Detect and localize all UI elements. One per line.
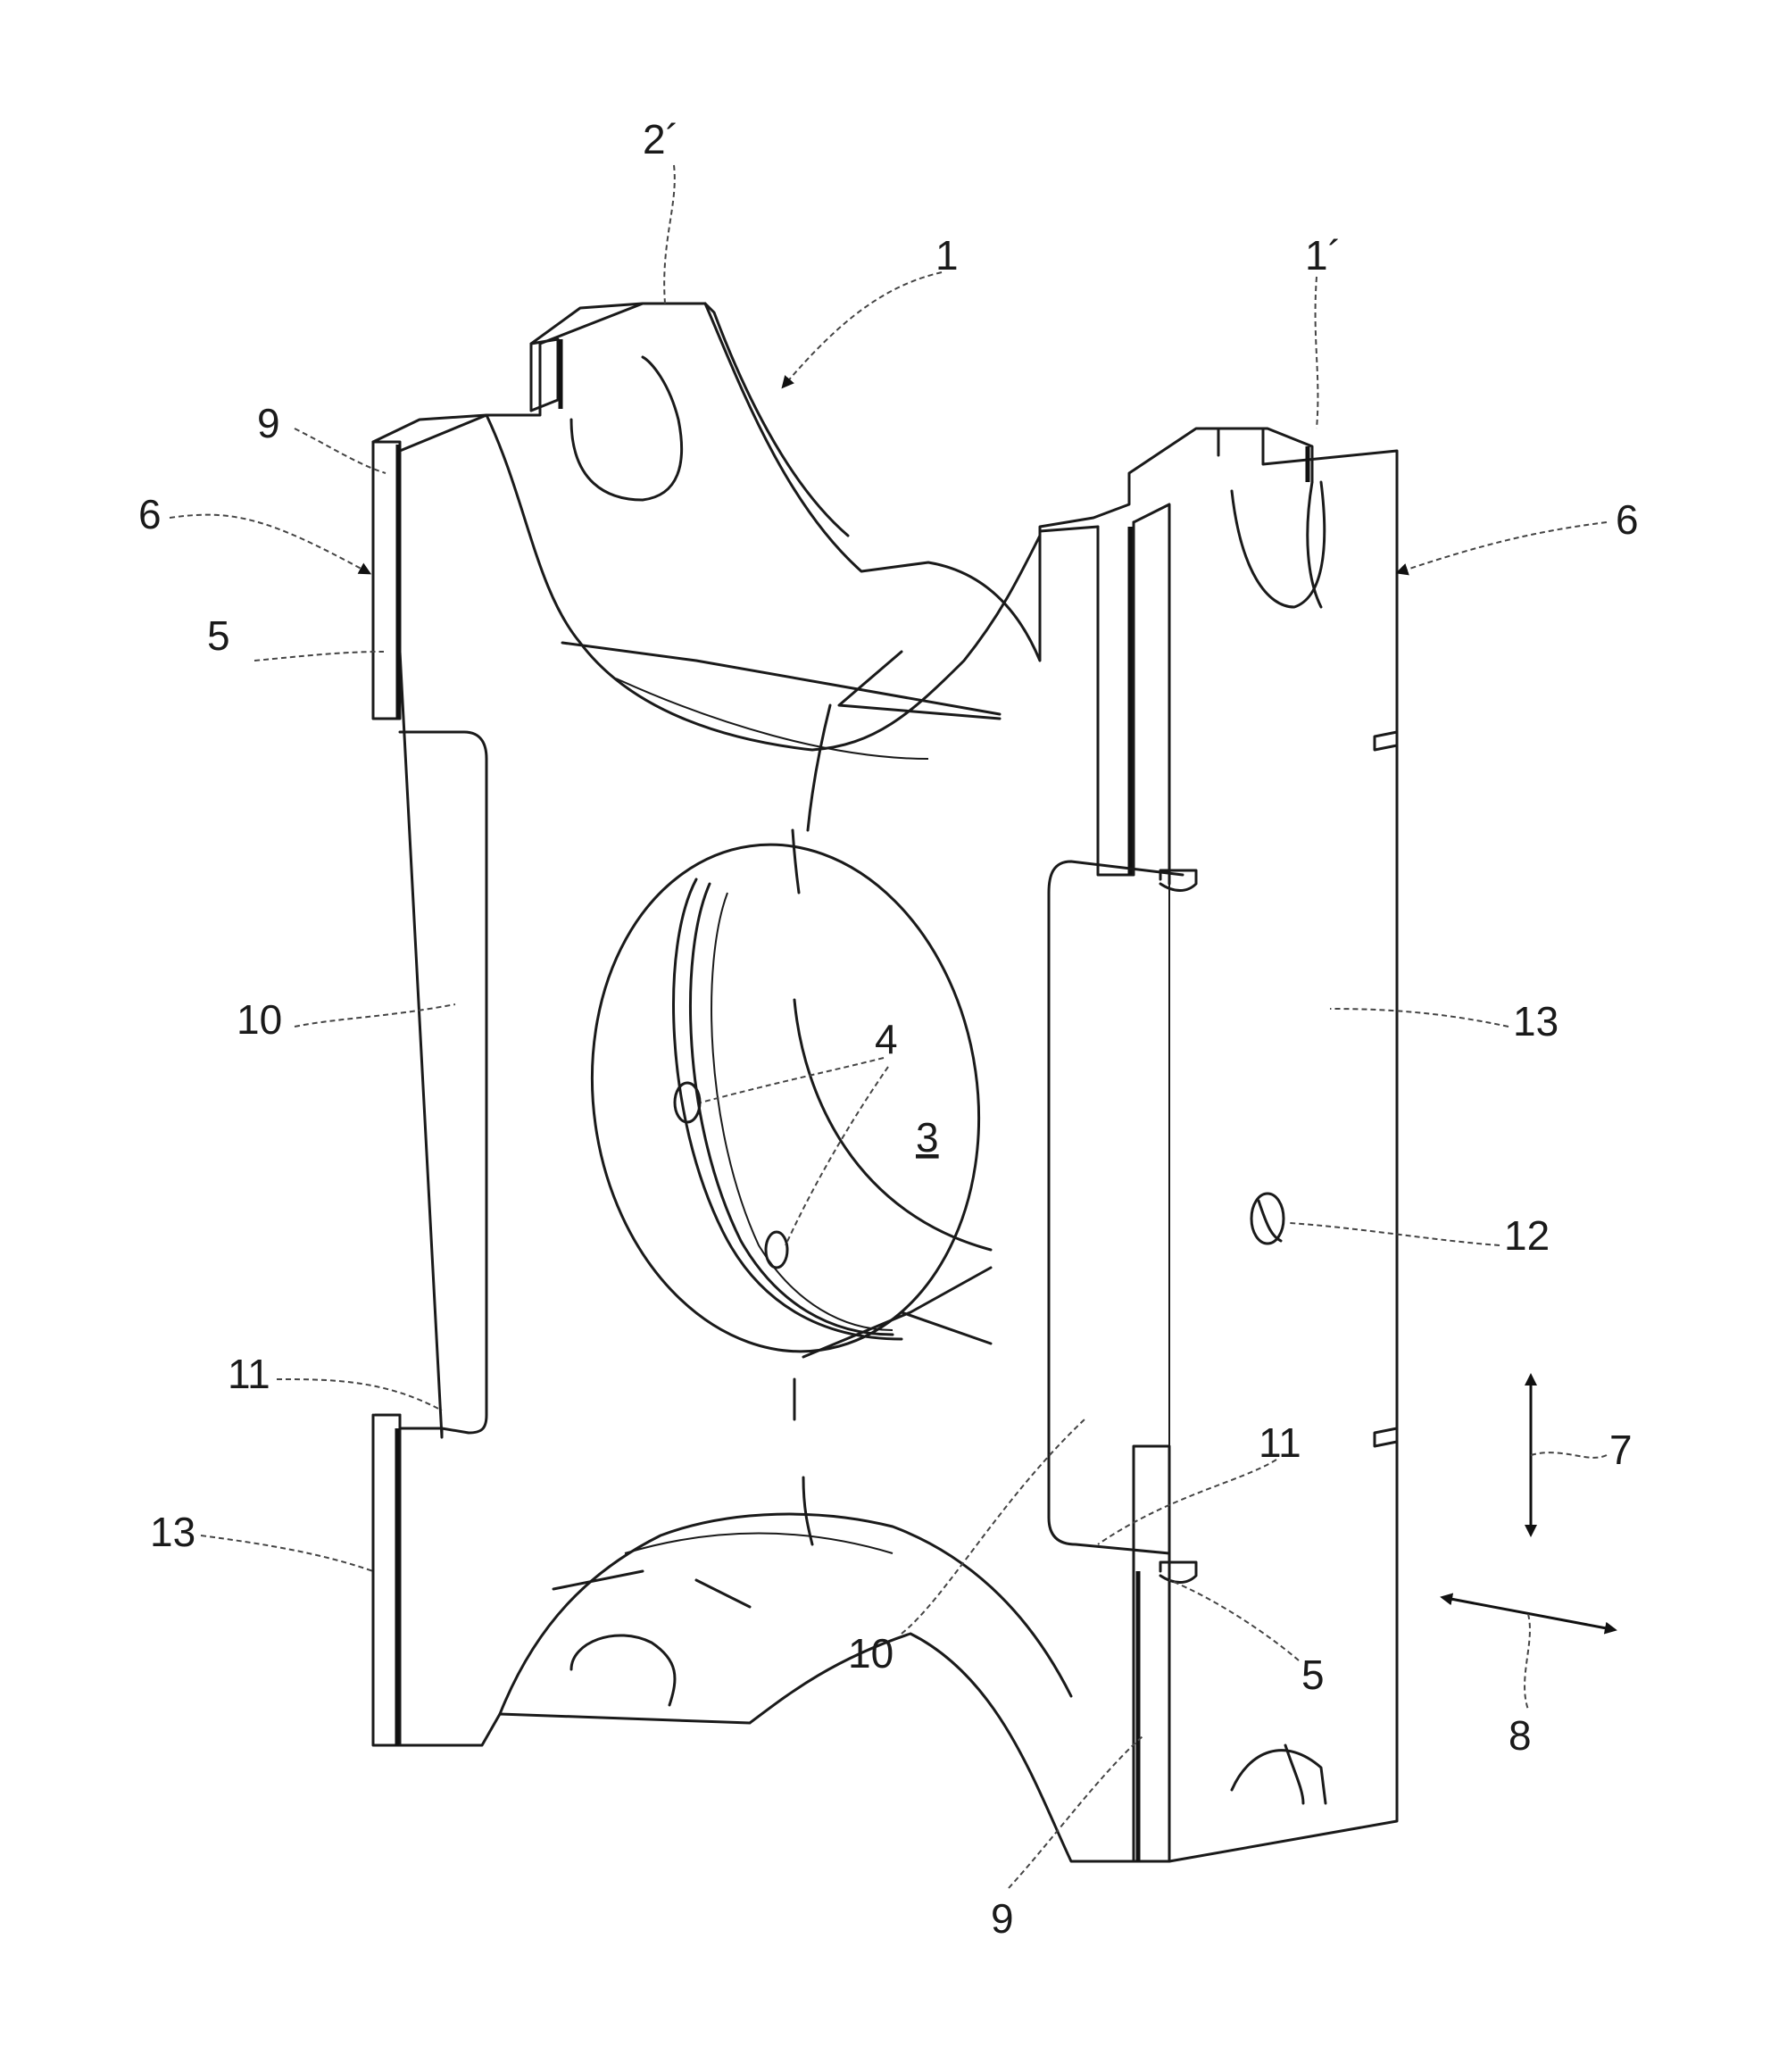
label-8: 8 bbox=[1509, 1712, 1532, 1759]
label-6-left: 6 bbox=[138, 491, 162, 537]
label-10-bottom: 10 bbox=[848, 1630, 894, 1677]
label-9-bottom: 9 bbox=[991, 1895, 1014, 1942]
label-3: 3 bbox=[916, 1114, 939, 1161]
bearing-block bbox=[373, 304, 1397, 1861]
horizontal-direction-arrow bbox=[1446, 1598, 1611, 1710]
label-1-top: 1 bbox=[935, 232, 959, 279]
label-5-bottom: 5 bbox=[1301, 1652, 1325, 1698]
reference-labels: 2´ 1 1´ 9 6 6 5 10 13 4 3 12 11 11 7 13 … bbox=[138, 116, 1639, 1942]
label-7: 7 bbox=[1609, 1427, 1633, 1473]
label-13-right: 13 bbox=[1513, 998, 1558, 1044]
label-12: 12 bbox=[1504, 1212, 1550, 1259]
label-13-left: 13 bbox=[150, 1509, 195, 1555]
label-6-right: 6 bbox=[1616, 496, 1639, 543]
label-10-left: 10 bbox=[237, 996, 282, 1043]
label-5-top: 5 bbox=[207, 612, 230, 659]
label-2prime: 2´ bbox=[643, 116, 679, 162]
vertical-direction-arrow bbox=[1531, 1379, 1607, 1531]
label-4: 4 bbox=[875, 1016, 898, 1062]
label-1prime: 1´ bbox=[1305, 232, 1342, 279]
front-face bbox=[400, 304, 1397, 1861]
label-11-left: 11 bbox=[228, 1351, 270, 1397]
label-11-right: 11 bbox=[1259, 1419, 1301, 1466]
label-9-top: 9 bbox=[257, 400, 280, 446]
